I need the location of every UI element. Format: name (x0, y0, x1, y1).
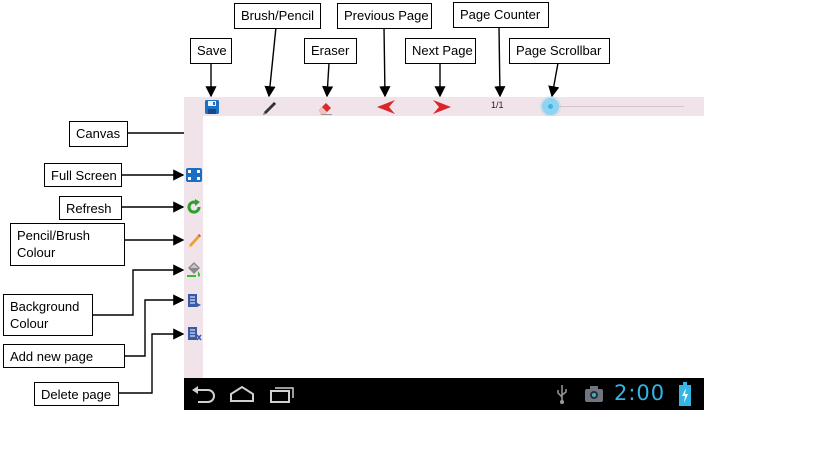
callout-page-scrollbar: Page Scrollbar (509, 38, 610, 64)
home-icon[interactable] (228, 384, 256, 409)
top-toolbar: 1/1 (184, 97, 704, 116)
pencil-icon[interactable] (260, 98, 278, 115)
callout-save: Save (190, 38, 232, 64)
callout-page-counter: Page Counter (453, 2, 549, 28)
clock: 2:00 (614, 381, 666, 405)
fullscreen-icon[interactable] (185, 166, 202, 183)
callout-brush-pencil: Brush/Pencil (234, 3, 321, 29)
save-icon[interactable] (203, 98, 221, 115)
drawing-app: 1/1 (184, 97, 704, 410)
callout-add-new-page: Add new page (3, 344, 125, 368)
callout-refresh: Refresh (59, 196, 122, 220)
battery-charging-icon (679, 382, 691, 411)
back-icon[interactable] (190, 384, 216, 409)
delete-page-icon[interactable] (185, 325, 202, 342)
callout-full-screen: Full Screen (44, 163, 122, 187)
pencil-colour-icon[interactable] (185, 231, 202, 248)
system-navigation-bar: 2:00 (184, 378, 704, 410)
callout-canvas: Canvas (69, 121, 128, 147)
refresh-icon[interactable] (185, 198, 202, 215)
eraser-icon[interactable] (316, 98, 334, 115)
add-page-icon[interactable] (185, 292, 202, 309)
callout-background-colour: Background Colour (3, 294, 93, 336)
background-colour-icon[interactable] (185, 261, 202, 278)
arrow-right-icon[interactable] (433, 98, 451, 115)
callout-eraser: Eraser (304, 38, 357, 64)
callout-delete-page: Delete page (34, 382, 119, 406)
arrow-left-icon[interactable] (377, 98, 395, 115)
left-sidebar (184, 116, 203, 378)
usb-icon (556, 384, 568, 409)
drawing-canvas[interactable] (203, 116, 704, 378)
callout-pencil-brush-colour: Pencil/Brush Colour (10, 223, 125, 266)
callout-next-page: Next Page (405, 38, 476, 64)
recent-apps-icon[interactable] (268, 384, 296, 409)
page-counter: 1/1 (491, 100, 504, 110)
callout-previous-page: Previous Page (337, 3, 432, 29)
page-scrollbar-thumb[interactable] (542, 98, 559, 115)
page-scrollbar-track[interactable] (550, 106, 684, 107)
camera-icon (584, 384, 604, 409)
